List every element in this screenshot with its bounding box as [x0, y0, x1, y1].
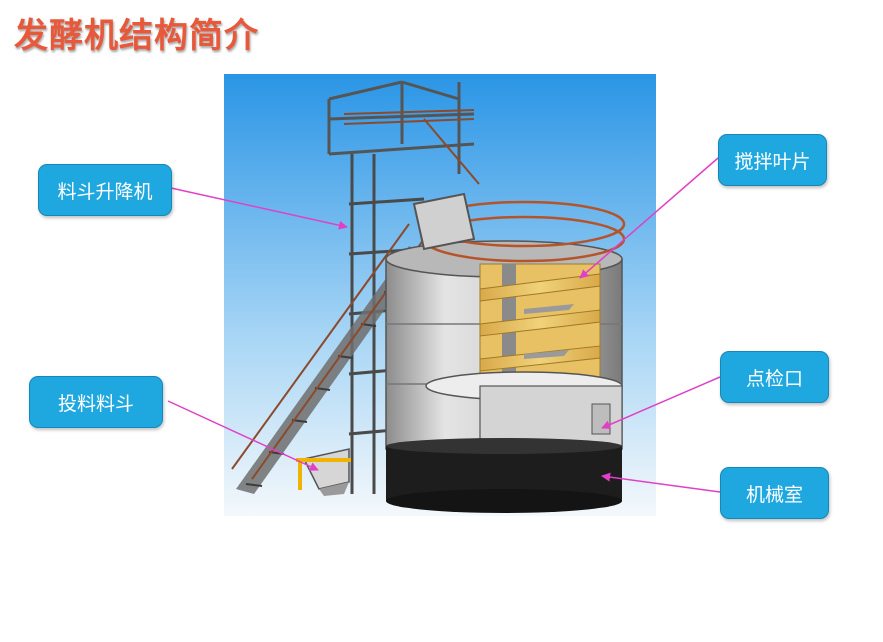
label-hopper-lift: 料斗升降机 [38, 164, 172, 216]
label-hopper-lift-text: 料斗升降机 [57, 180, 153, 203]
label-machine-room: 机械室 [720, 467, 829, 519]
label-feed-hopper-text: 投料料斗 [57, 392, 134, 415]
label-mixing-blade-text: 搅拌叶片 [734, 150, 811, 173]
label-inspection-port: 点检口 [720, 351, 829, 403]
machine-room-base [386, 438, 622, 513]
label-inspection-port-text: 点检口 [745, 367, 803, 390]
label-feed-hopper: 投料料斗 [29, 376, 163, 428]
label-mixing-blade: 搅拌叶片 [718, 134, 827, 186]
page-title: 发酵机结构简介 [14, 16, 259, 56]
feed-chute [412, 192, 476, 251]
label-machine-room-text: 机械室 [745, 483, 803, 506]
top-railing [343, 109, 480, 185]
fermenter-diagram [224, 74, 656, 516]
